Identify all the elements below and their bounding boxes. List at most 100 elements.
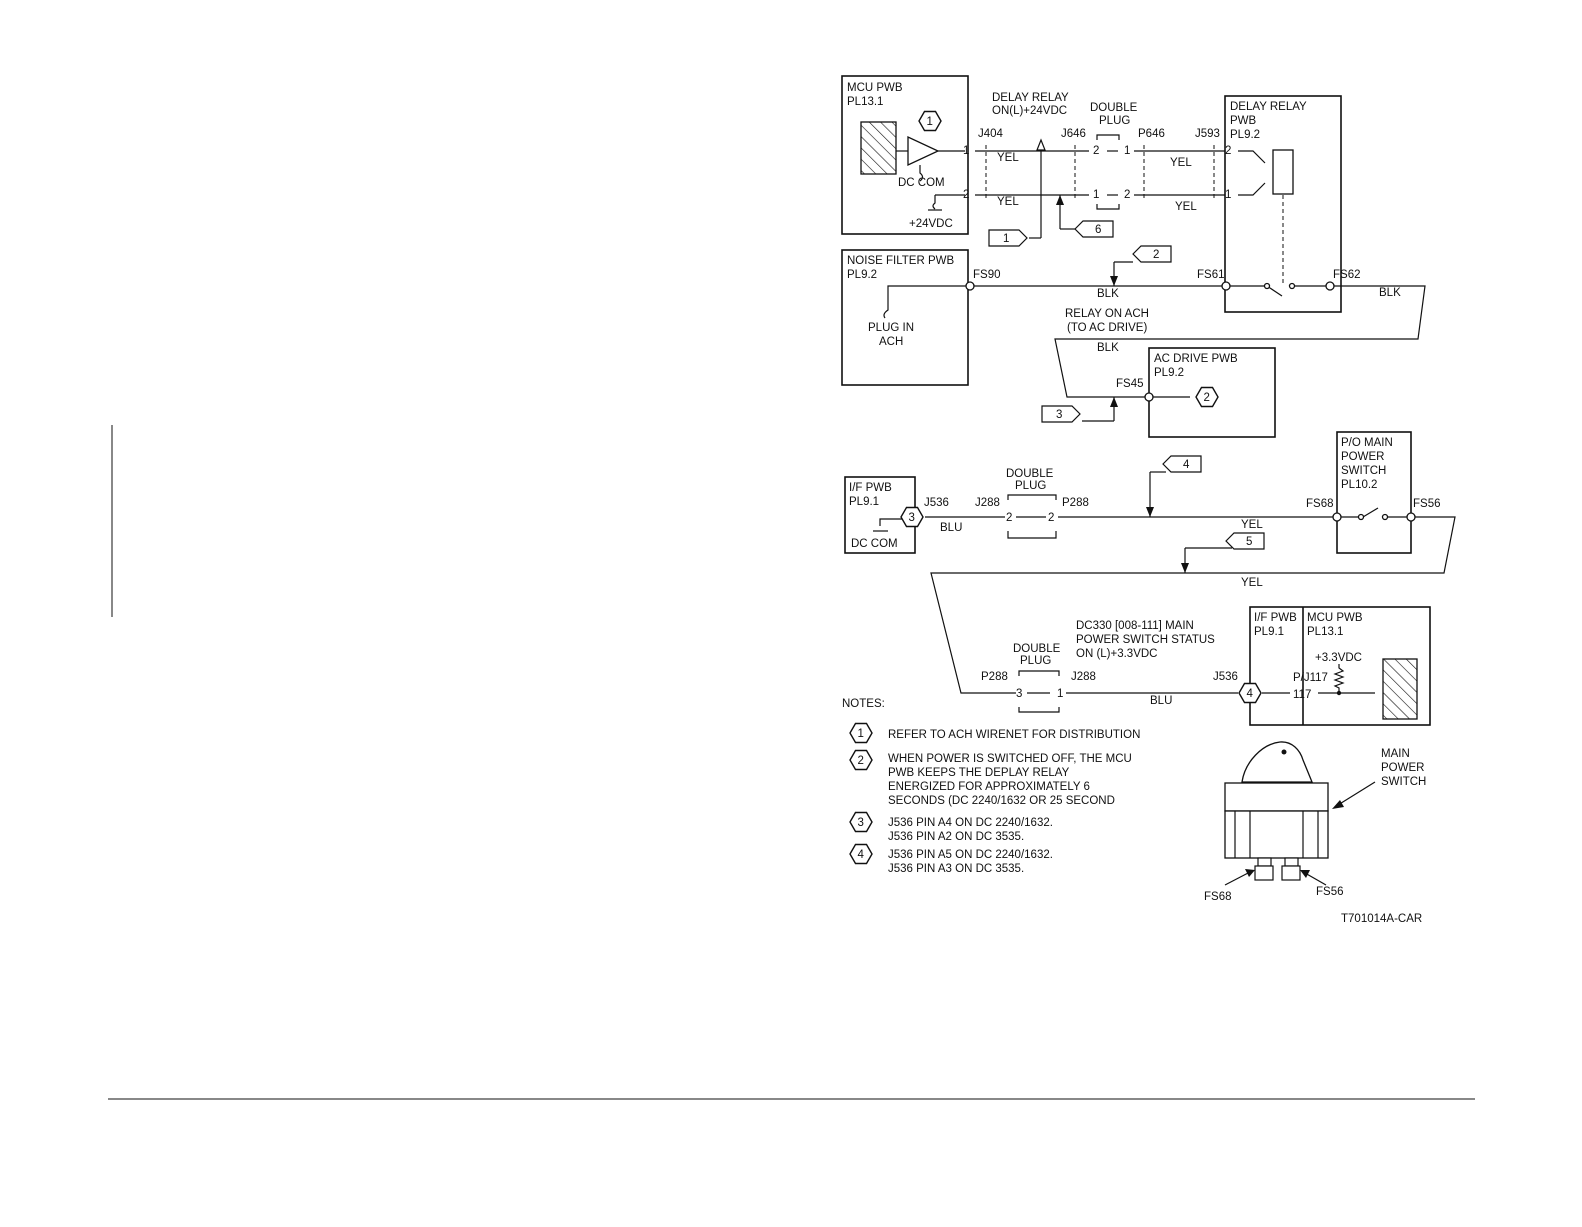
switch-title-l2: POWER [1341, 451, 1384, 463]
pin-1c: 1 [1093, 189, 1099, 201]
status-mcu-title: MCU PWB [1307, 612, 1363, 624]
delay-relay-signal-l1: DELAY RELAY [992, 92, 1069, 104]
svg-text:2: 2 [858, 755, 864, 767]
relay-ach-l1: RELAY ON ACH [1065, 308, 1149, 320]
flag-label-6: 6 [1095, 224, 1101, 236]
flag-label-4: 4 [1183, 459, 1190, 471]
status-if-title: I/F PWB [1254, 612, 1297, 624]
flag-label-1: 1 [1003, 233, 1009, 245]
j593-label: J593 [1195, 128, 1220, 140]
fs45-terminal [1144, 392, 1154, 402]
flag-layer: 1 2 3 4 5 6 [988, 220, 1265, 550]
pin-2e: 2 [1006, 512, 1012, 524]
yel-top-3: YEL [1170, 157, 1192, 169]
blk-label-1: BLK [1097, 288, 1119, 300]
mcu-24vdc: +24VDC [909, 218, 953, 230]
pin-2d: 2 [1225, 145, 1231, 157]
mcu-pwb-pl: PL13.1 [847, 96, 883, 108]
fs56-label-b: FS56 [1316, 886, 1344, 898]
fs62-terminal [1325, 281, 1335, 291]
pin-1b: 1 [1124, 145, 1130, 157]
svg-text:2: 2 [1204, 392, 1210, 404]
note-2-l3: ENERGIZED FOR APPROXIMATELY 6 [888, 781, 1090, 793]
ac-drive-pl: PL9.2 [1154, 367, 1184, 379]
pin-2a: 2 [963, 189, 969, 201]
yel-top-2: YEL [997, 196, 1019, 208]
v33-label: +3.3VDC [1315, 652, 1362, 664]
svg-text:1: 1 [927, 116, 933, 128]
if-pwb-pl: PL9.1 [849, 496, 879, 508]
note-2-l4: SECONDS (DC 2240/1632 OR 25 SECOND [888, 795, 1115, 807]
note-2-l2: PWB KEEPS THE DEPLAY RELAY [888, 767, 1070, 779]
noise-filter-title: NOISE FILTER PWB [847, 255, 954, 267]
fs90-terminal [965, 281, 975, 291]
flag-label-2: 2 [1153, 249, 1159, 261]
delay-relay-title-l2: PWB [1230, 115, 1257, 127]
hex-callout-2: 2 [1195, 386, 1219, 408]
blu-label-b: BLU [1150, 695, 1172, 707]
switch-title-l1: P/O MAIN [1341, 437, 1393, 449]
blu-label-a: BLU [940, 522, 962, 534]
pin-117: 117 [1293, 689, 1311, 701]
delay-relay-pl: PL9.2 [1230, 129, 1260, 141]
mcu-driver-amplifier [907, 135, 940, 167]
fs61-terminal [1221, 281, 1231, 291]
pj117-label: P/J117 [1293, 672, 1328, 684]
flag-3: 3 [1041, 405, 1081, 423]
main-power-switch-illustration [1224, 741, 1376, 886]
hex-layer: 1 2 3 4 1 2 3 4 [849, 110, 1262, 865]
switch-title-l3: SWITCH [1341, 465, 1386, 477]
if-dc-com: DC COM [851, 538, 898, 550]
svg-text:1: 1 [858, 728, 864, 740]
main-switch-label-l2: POWER [1381, 762, 1424, 774]
fs68-label-b: FS68 [1204, 891, 1232, 903]
status-if-mcu-block: I/F PWB PL9.1 MCU PWB PL13.1 +3.3VDC P/J… [1249, 606, 1431, 726]
double-plug-top-l1: DOUBLE [1090, 102, 1138, 114]
j288-label-b: J288 [1071, 671, 1096, 683]
switch-pl: PL10.2 [1341, 479, 1377, 491]
note-4-l2: J536 PIN A3 ON DC 3535. [888, 863, 1024, 875]
noise-filter-pl: PL9.2 [847, 269, 877, 281]
plug-in-l2: ACH [879, 336, 903, 348]
notes-title: NOTES: [842, 698, 885, 710]
note-hex-3: 3 [849, 811, 873, 833]
status-if-pl: PL9.1 [1254, 626, 1284, 638]
delay-relay-title-l1: DELAY RELAY [1230, 101, 1307, 113]
pin-1d: 1 [1225, 189, 1231, 201]
blk-label-3: BLK [1097, 342, 1119, 354]
pin-1e: 1 [1057, 688, 1063, 700]
fs62-label: FS62 [1333, 269, 1361, 281]
status-mcu-ic-hatch [1382, 658, 1418, 720]
pullup-resistor [1333, 664, 1345, 695]
delay-relay-pwb-block: DELAY RELAY PWB PL9.2 [1224, 95, 1342, 313]
flag-4: 4 [1162, 455, 1202, 473]
svg-text:4: 4 [1247, 688, 1254, 700]
main-switch-block: P/O MAIN POWER SWITCH PL10.2 [1336, 431, 1412, 554]
hex-callout-1: 1 [918, 110, 942, 132]
status-mcu-pl: PL13.1 [1307, 626, 1343, 638]
svg-text:3: 3 [858, 817, 864, 829]
delay-relay-signal-l2: ON(L)+24VDC [992, 105, 1067, 117]
yel-label-mid: YEL [1241, 519, 1263, 531]
flag-2: 2 [1132, 245, 1172, 263]
relay-ach-l2: (TO AC DRIVE) [1067, 322, 1147, 334]
p646-label: P646 [1138, 128, 1165, 140]
main-switch-label-l1: MAIN [1381, 748, 1410, 760]
flag-5: 5 [1225, 532, 1265, 550]
ac-drive-title: AC DRIVE PWB [1154, 353, 1238, 365]
yel-top-4: YEL [1175, 201, 1197, 213]
pin-2c: 2 [1124, 189, 1130, 201]
noise-filter-block: NOISE FILTER PWB PL9.2 PLUG IN ACH [841, 249, 969, 386]
dc330-l2: POWER SWITCH STATUS [1076, 634, 1215, 646]
fs56-terminal [1406, 512, 1416, 522]
mcu-pwb-block: MCU PWB PL13.1 DC COM +24VDC [841, 75, 969, 235]
mcu-dc-com: DC COM [898, 177, 945, 189]
fs68-label-a: FS68 [1306, 498, 1334, 510]
note-hex-2: 2 [849, 749, 873, 771]
flag-label-5: 5 [1246, 536, 1252, 548]
note-3-l1: J536 PIN A4 ON DC 2240/1632. [888, 817, 1053, 829]
j288-label-a: J288 [975, 497, 1000, 509]
note-hex-1: 1 [849, 722, 873, 744]
relay-coil [1272, 149, 1294, 195]
